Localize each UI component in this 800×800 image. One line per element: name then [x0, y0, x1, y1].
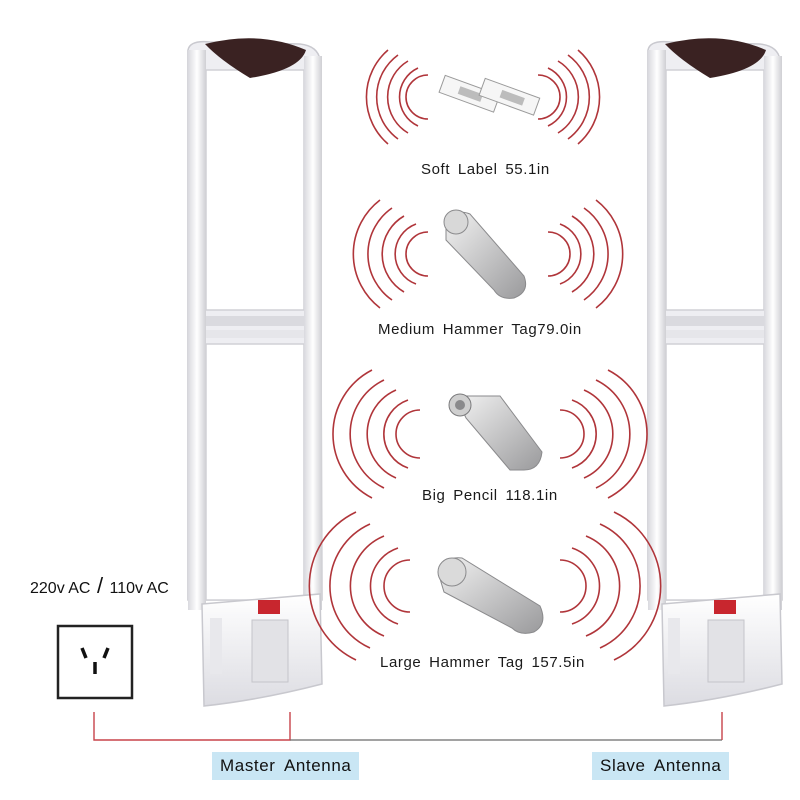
antenna-cap — [205, 38, 306, 78]
signal-waves-2 — [352, 199, 624, 309]
power-ac-220: 220v AC — [30, 580, 91, 597]
medium-hammer-tag-caption: Medium Hammer Tag79.0in — [378, 321, 582, 338]
large-hammer-tag-caption: Large Hammer Tag 157.5in — [380, 654, 585, 671]
soft-label-icon — [438, 74, 541, 116]
signal-waves-1 — [365, 49, 601, 145]
power-outlet-icon — [56, 624, 134, 700]
alarm-light — [258, 600, 280, 614]
connection-cables — [93, 712, 723, 741]
medium-hammer-tag-icon — [443, 209, 527, 299]
master-antenna — [187, 38, 323, 707]
big-pencil-tag-icon — [448, 393, 543, 471]
antenna-cap — [665, 38, 766, 78]
power-separator: / — [96, 573, 104, 598]
power-ac-110: 110v AC — [109, 580, 169, 597]
master-antenna-label: Master Antenna — [212, 752, 360, 780]
large-hammer-tag-icon — [437, 557, 544, 634]
big-pencil-caption: Big Pencil 118.1in — [422, 487, 558, 504]
signal-waves-3 — [332, 369, 648, 499]
alarm-light — [714, 600, 736, 614]
power-label: 220v AC / 110v AC — [30, 573, 169, 599]
slave-antenna — [647, 38, 783, 707]
soft-label-caption: Soft Label 55.1in — [421, 161, 550, 178]
slave-antenna-label: Slave Antenna — [592, 752, 730, 780]
signal-waves-4 — [308, 511, 662, 661]
